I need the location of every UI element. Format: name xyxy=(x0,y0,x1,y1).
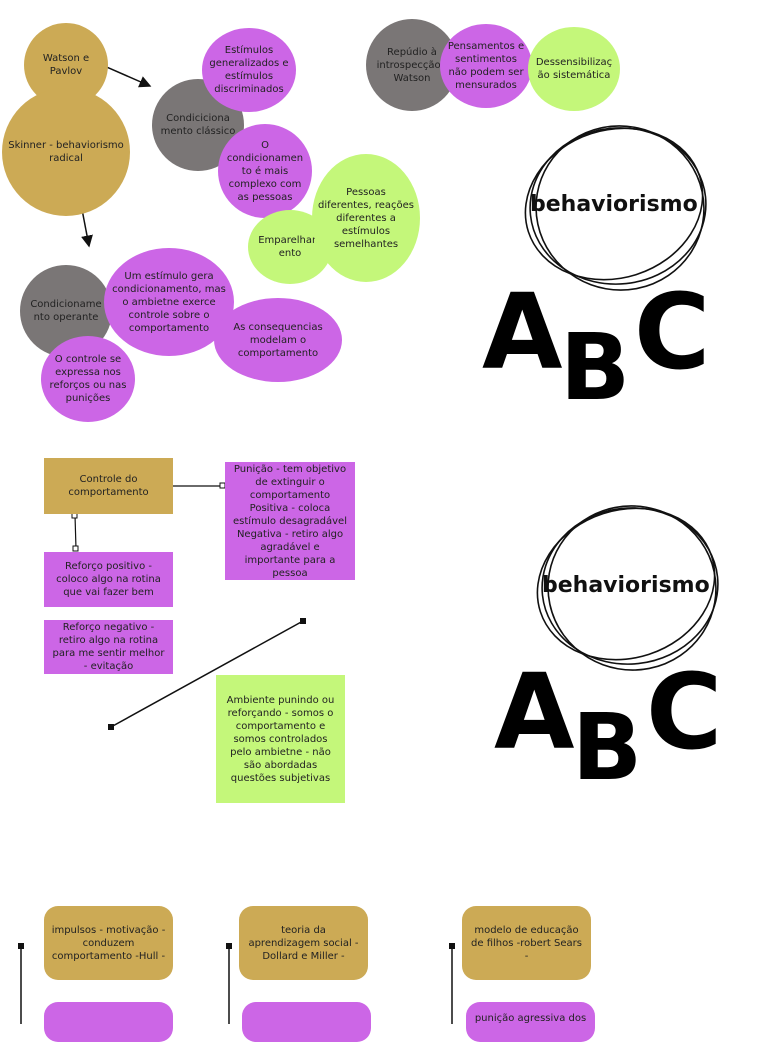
node-ambiente[interactable]: Ambiente punindo ou reforçando - somos o… xyxy=(216,675,345,803)
node-controle-comportamento[interactable]: Controle do comportamento xyxy=(44,458,173,514)
node-condicionamento-complexo[interactable]: O condicionamen to é mais complexo com a… xyxy=(218,124,312,218)
node-modelo[interactable]: modelo de educação de filhos -robert Sea… xyxy=(462,906,591,980)
logo-letter-a-2: A xyxy=(494,651,575,773)
node-purple-2[interactable] xyxy=(242,1002,371,1042)
node-pensamentos[interactable]: Pensamentos e sentimentos não podem ser … xyxy=(440,24,532,108)
node-skinner[interactable]: Skinner - behaviorismo radical xyxy=(2,88,130,216)
node-pessoas-diferentes[interactable]: Pessoas diferentes, reações diferentes a… xyxy=(312,154,420,282)
logo-title-2: behaviorismo xyxy=(542,573,710,598)
logo-letter-a-1: A xyxy=(482,271,563,393)
node-purple-1[interactable] xyxy=(44,1002,173,1042)
node-punicao[interactable]: Punição - tem objetivo de extinguir o co… xyxy=(225,462,355,580)
logo-letter-c-1: C xyxy=(634,271,711,393)
logo-letter-b-2: B xyxy=(572,694,643,801)
node-reforco-positivo[interactable]: Reforço positivo - coloco algo na rotina… xyxy=(44,552,173,607)
logo-letter-b-1: B xyxy=(560,314,631,421)
node-reforco-negativo[interactable]: Reforço negativo - retiro algo na rotina… xyxy=(44,620,173,674)
node-teoria[interactable]: teoria da aprendizagem social -Dollard e… xyxy=(239,906,368,980)
node-estimulos[interactable]: Estímulos generalizados e estímulos disc… xyxy=(202,28,296,112)
logo-letter-c-2: C xyxy=(646,651,723,773)
node-controle-reforcos[interactable]: O controle se expressa nos reforços ou n… xyxy=(41,336,135,422)
connector-diagonal xyxy=(110,620,304,728)
node-impulsos[interactable]: impulsos - motivação - conduzem comporta… xyxy=(44,906,173,980)
node-dessensibilizacao[interactable]: Dessensibilizaç ão sistemática xyxy=(528,27,620,111)
node-punicao-agressiva[interactable]: punição agressiva dos xyxy=(466,1002,595,1042)
node-consequencias[interactable]: As consequencias modelam o comportamento xyxy=(214,298,342,382)
connector-controle-reforco xyxy=(74,514,77,550)
node-estimulo-gera[interactable]: Um estímulo gera condicionamento, mas o … xyxy=(104,248,234,356)
logo-title-1: behaviorismo xyxy=(530,192,698,217)
